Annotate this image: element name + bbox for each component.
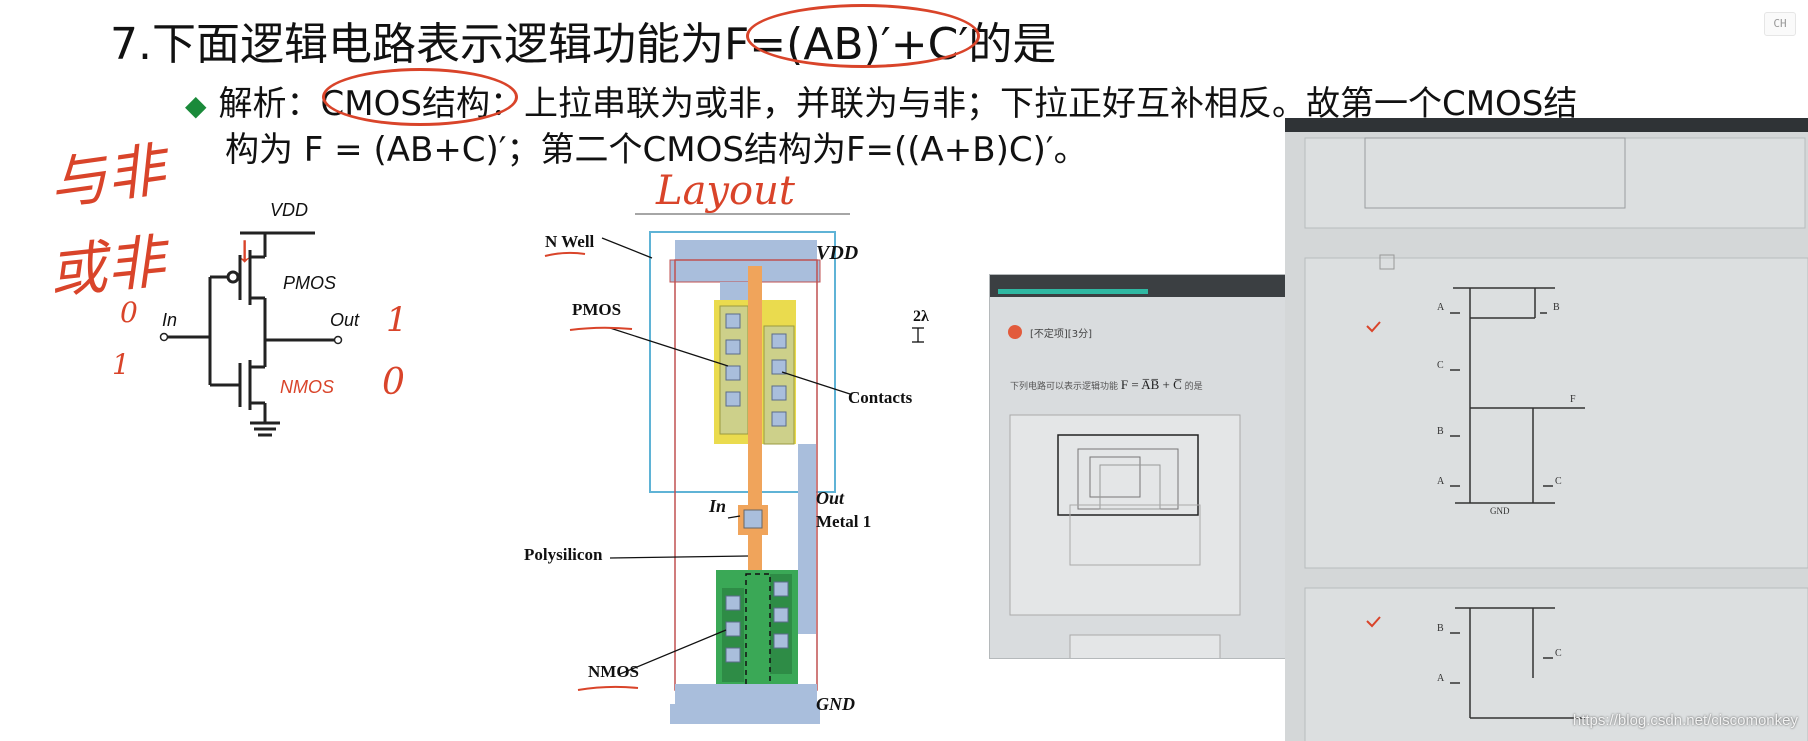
- inverter-pmos-label: PMOS: [283, 273, 337, 293]
- layout-polysilicon-label: Polysilicon: [524, 545, 603, 564]
- photo-progress-bar: [998, 289, 1148, 294]
- inverter-in-label: In: [162, 310, 178, 330]
- photo-circuit-options: A B C F B A C GND B A C: [1285, 118, 1808, 741]
- inverter-out-label: Out: [330, 310, 360, 330]
- layout-in-label: In: [709, 496, 727, 516]
- analysis-prefix: 解析：: [218, 84, 321, 124]
- analysis-text-1: CMOS结构：上拉串联为或非，并联为与非；下拉正好互补相反。故第一个CMOS结: [320, 84, 1578, 124]
- photo-progress-area: [990, 275, 1290, 297]
- layout-metal1-label: Metal 1: [816, 512, 872, 531]
- photo2-label-b2: B: [1437, 426, 1444, 437]
- photo2-label-f: F: [1570, 394, 1576, 405]
- handwriting-check: ↓: [232, 235, 258, 270]
- annotation-circle-formula: [746, 4, 980, 68]
- photo2-circuits: [1304, 137, 1808, 741]
- inverter-schematic: [159, 231, 343, 437]
- photo-question-icon: [1008, 325, 1022, 339]
- photo2-label-a2: A: [1437, 476, 1445, 487]
- inverter-vdd-label: VDD: [270, 200, 309, 220]
- layout-nwell-label: N Well: [545, 232, 595, 251]
- photo2-label-c1: C: [1437, 360, 1444, 371]
- photo2-label-b3: B: [1437, 623, 1444, 634]
- handwriting-in-zero: 0: [120, 296, 138, 329]
- photo2-label-c2: C: [1555, 476, 1562, 487]
- photo2-label-b1: B: [1553, 302, 1560, 313]
- handwriting-out-one: 1: [386, 300, 408, 340]
- layout-nmos-label: NMOS: [588, 662, 639, 681]
- photo2-label-c3: C: [1555, 648, 1562, 659]
- photo-question-formula: F = A̅B̅ + C̅: [1120, 377, 1182, 392]
- diamond-bullet-icon: ◆: [185, 89, 207, 122]
- layout-pmos-label: PMOS: [572, 300, 622, 319]
- layout-diagram: [544, 213, 924, 724]
- layout-lambda-label: 2λ: [913, 308, 929, 325]
- input-method-badge[interactable]: CH: [1764, 12, 1796, 36]
- watermark-url: https://blog.csdn.net/ciscomonkey: [1572, 712, 1798, 729]
- layout-out-label: Out: [816, 488, 845, 508]
- photo2-label-a3: A: [1437, 673, 1445, 684]
- analysis-line-1: ◆ 解析：CMOS结构：上拉串联为或非，并联为与非；下拉正好互补相反。故第一个CM…: [185, 76, 1577, 125]
- photo-question-suffix: 的是: [1184, 382, 1203, 392]
- photo2-label-a1: A: [1437, 302, 1445, 313]
- photo-screen-question: [不定项][3分] 下列电路可以表示逻辑功能 F = A̅B̅ + C̅ 的是: [990, 275, 1290, 658]
- inverter-nmos-label: NMOS: [280, 377, 334, 397]
- layout-gnd-label: GND: [816, 694, 855, 714]
- handwriting-in-one: 1: [112, 348, 130, 381]
- photo-question-text: 下列电路可以表示逻辑功能 F = A̅B̅ + C̅ 的是: [1010, 377, 1203, 393]
- photo2-label-gnd: GND: [1490, 506, 1510, 516]
- analysis-line-2: 构为 F = (AB+C)′；第二个CMOS结构为F=((A+B)C)′。: [225, 130, 1088, 170]
- handwriting-out-zero: 0: [382, 362, 405, 403]
- photo-question-tag: [不定项][3分]: [1030, 329, 1092, 340]
- handwriting-layout: Layout: [656, 168, 795, 214]
- title-number: 7.: [110, 19, 152, 70]
- photo2-topbar: [1285, 118, 1808, 132]
- photo-question-prefix: 下列电路可以表示逻辑功能: [1010, 382, 1119, 392]
- layout-vdd-label: VDD: [816, 242, 859, 264]
- photo-layout-thumbnail: [1009, 414, 1241, 658]
- layout-contacts-label: Contacts: [848, 388, 913, 407]
- annotation-circle-cmos: [322, 68, 518, 126]
